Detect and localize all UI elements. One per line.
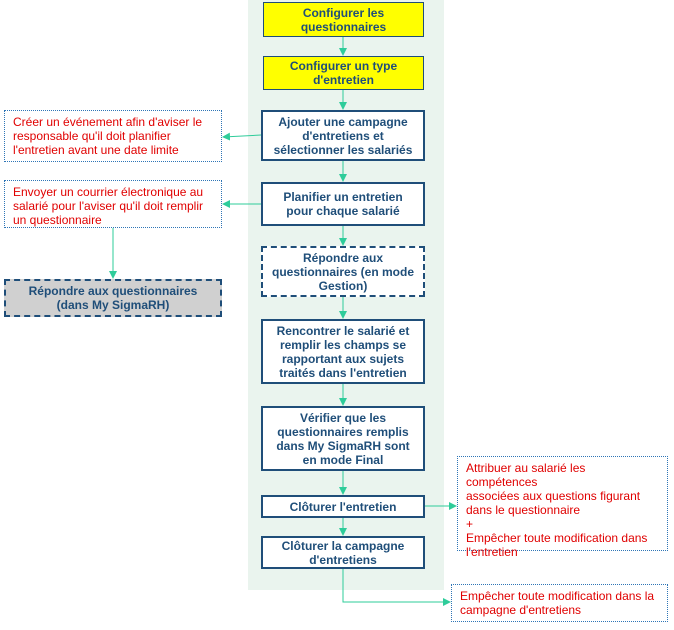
step-verify-questionnaires: Vérifier que les questionnaires remplis … <box>261 406 425 471</box>
step-answer-questionnaires-management: Répondre aux questionnaires (en mode Ges… <box>261 246 425 297</box>
step-configure-interview-type: Configurer un type d'entretien <box>263 56 424 90</box>
step-schedule-interview: Planifier un entretien pour chaque salar… <box>261 182 425 226</box>
step-text: Rencontrer le salarié et remplir les cha… <box>276 323 410 380</box>
step-text: Clôturer la campagne d'entretiens <box>281 538 405 567</box>
step-close-interview: Clôturer l'entretien <box>261 495 425 518</box>
note-assign-competences: Attribuer au salarié les compétences ass… <box>457 456 668 559</box>
step-text: Configurer les questionnaires <box>300 5 387 34</box>
step-answer-questionnaires-self-service: Répondre aux questionnaires (dans My Sig… <box>4 279 222 317</box>
step-meet-employee: Rencontrer le salarié et remplir les cha… <box>261 319 425 384</box>
self-service-text: Répondre aux questionnaires (dans My Sig… <box>28 284 198 312</box>
note-lock-campaign: Empêcher toute modification dans la camp… <box>451 584 668 622</box>
step-text: Répondre aux questionnaires (en mode Ges… <box>271 250 415 293</box>
step-text: Ajouter une campagne d'entretiens et sél… <box>273 114 413 157</box>
step-add-campaign: Ajouter une campagne d'entretiens et sél… <box>261 110 425 161</box>
step-text: Clôturer l'entretien <box>289 499 397 514</box>
step-close-campaign: Clôturer la campagne d'entretiens <box>261 536 425 569</box>
step-configure-questionnaires: Configurer les questionnaires <box>263 2 424 37</box>
note-send-email: Envoyer un courrier électronique au sala… <box>4 180 222 228</box>
step-text: Vérifier que les questionnaires remplis … <box>276 410 410 467</box>
step-text: Planifier un entretien pour chaque salar… <box>283 190 403 218</box>
step-text: Configurer un type d'entretien <box>289 59 398 87</box>
note-create-event: Créer un événement afin d'aviser le resp… <box>4 110 222 162</box>
